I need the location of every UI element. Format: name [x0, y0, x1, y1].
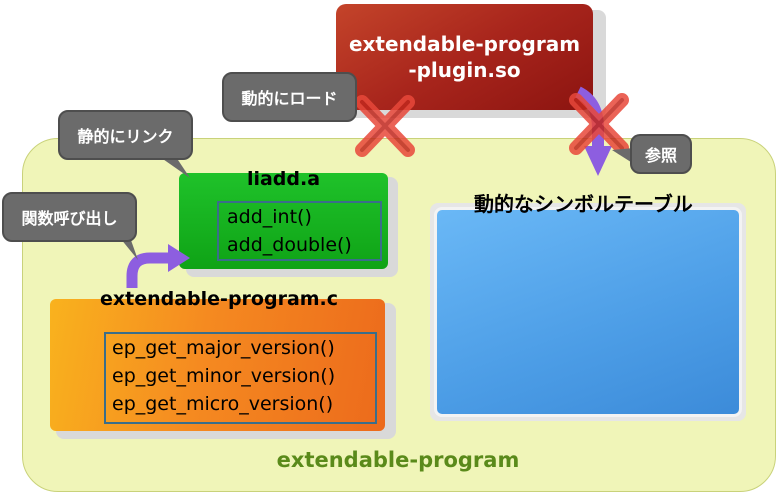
callout-tail	[612, 148, 634, 164]
symbol-table-box	[434, 207, 742, 417]
curved-arrow-icon	[126, 244, 190, 288]
source-function: ep_get_micro_version()	[112, 393, 334, 415]
callout-reference: 参照	[630, 134, 692, 174]
callout-dynamic-load: 動的にロード	[222, 72, 357, 122]
library-function-list: add_int() add_double()	[217, 201, 382, 261]
program-label: extendable-program	[276, 448, 520, 472]
library-function: add_double()	[227, 234, 352, 256]
source-function: ep_get_minor_version()	[112, 365, 336, 387]
cross-mark-icon	[355, 95, 415, 157]
cross-mark-icon	[569, 93, 629, 155]
library-box	[179, 173, 388, 269]
library-title: liadd.a	[246, 168, 321, 190]
plugin-box: extendable-program -plugin.so	[336, 4, 593, 110]
source-title: extendable-program.c	[100, 288, 339, 310]
source-function: ep_get_major_version()	[112, 337, 335, 359]
callout-static-link: 静的にリンク	[58, 110, 193, 160]
plugin-name-line2: -plugin.so	[408, 58, 521, 82]
callout-function-call: 関数呼び出し	[2, 192, 137, 242]
library-function: add_int()	[227, 206, 312, 228]
plugin-name-line1: extendable-program	[348, 32, 581, 56]
source-function-list: ep_get_major_version() ep_get_minor_vers…	[104, 332, 377, 424]
symbol-table-title: 動的なシンボルテーブル	[474, 192, 693, 216]
